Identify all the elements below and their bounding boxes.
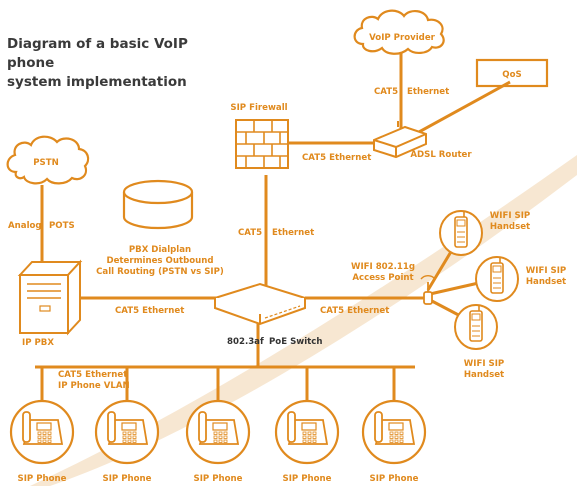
cloud-icon <box>6 135 90 185</box>
sip-phone-icon <box>361 399 427 465</box>
link-label: CAT5 <box>374 87 398 97</box>
access-point-icon <box>420 275 436 305</box>
ip-pbx-label: IP PBX <box>22 338 54 348</box>
wifi-handset-icon <box>475 256 519 302</box>
server-icon <box>17 259 83 336</box>
link-ap-handset-2 <box>429 280 484 296</box>
switch-label: 802.3af <box>227 337 264 347</box>
sip-phone-label: SIP Phone <box>283 474 332 484</box>
wifi-handset-icon <box>454 304 498 350</box>
title-line-1: Diagram of a basic VoIP phone <box>7 36 188 71</box>
qos-box <box>475 58 549 88</box>
sip-phone-label: SIP Phone <box>194 474 243 484</box>
link-label: CAT5 <box>238 228 262 238</box>
title-line-2: system implementation <box>7 74 187 90</box>
adsl-router-label: ADSL Router <box>410 150 472 160</box>
sip-phone-label: SIP Phone <box>103 474 152 484</box>
link-label: IP Phone VLAN <box>58 381 130 391</box>
access-point-label: Access Point <box>352 273 413 283</box>
wifi-handset-label: WIFI SIP <box>526 266 566 276</box>
wifi-handset-label: WIFI SIP <box>490 211 530 221</box>
sip-phone-icon <box>9 399 75 465</box>
link-label: CAT5 Ethernet <box>58 370 127 380</box>
connection-lines <box>35 52 511 402</box>
sip-phone-icon <box>185 399 251 465</box>
pbx-dialplan-label: Call Routing (PSTN vs SIP) <box>96 267 224 277</box>
wifi-handset-label: Handset <box>526 277 566 287</box>
wifi-handset-icon <box>439 210 483 256</box>
link-label: Ethernet <box>407 87 449 97</box>
link-label: Analog <box>8 221 42 231</box>
pstn-label: PSTN <box>33 158 59 168</box>
sip-phone-label: SIP Phone <box>18 474 67 484</box>
router-icon <box>373 121 427 159</box>
link-label: CAT5 Ethernet <box>302 153 371 163</box>
sip-firewall-label: SIP Firewall <box>230 103 287 113</box>
voip-provider-label: VoIP Provider <box>369 33 436 43</box>
link-label: POTS <box>49 221 75 231</box>
wifi-handset-label: WIFI SIP <box>464 359 504 369</box>
firewall-icon <box>235 119 289 169</box>
cloud-icon <box>353 9 445 55</box>
switch-icon <box>211 282 309 326</box>
link-label: Ethernet <box>272 228 314 238</box>
wifi-handset-label: Handset <box>464 370 504 380</box>
diagram-title: Diagram of a basic VoIP phone system imp… <box>7 35 227 92</box>
access-point-label: WIFI 802.11g <box>351 262 415 272</box>
sip-phone-icon <box>94 399 160 465</box>
database-icon <box>122 179 194 230</box>
wifi-handset-label: Handset <box>490 222 530 232</box>
sip-phone-label: SIP Phone <box>370 474 419 484</box>
pbx-dialplan-label: PBX Dialplan <box>129 245 191 255</box>
link-label: CAT5 Ethernet <box>320 306 389 316</box>
sip-phone-icon <box>274 399 340 465</box>
link-router-qos <box>407 80 511 140</box>
link-label: CAT5 Ethernet <box>115 306 184 316</box>
pbx-dialplan-label: Determines Outbound <box>106 256 213 266</box>
poe-switch-label: PoE Switch <box>269 337 322 347</box>
qos-label: QoS <box>502 70 521 80</box>
